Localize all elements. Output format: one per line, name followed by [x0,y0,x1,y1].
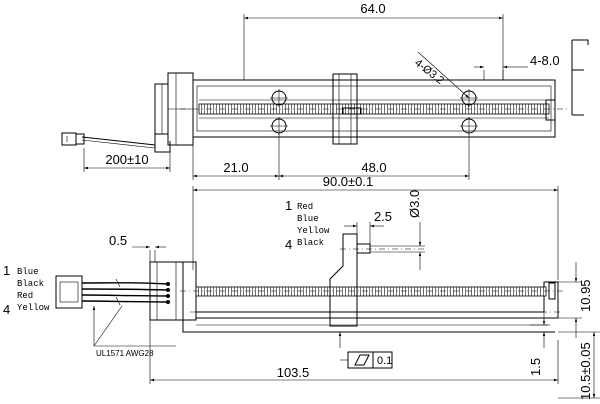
side-view-stub [571,39,589,116]
dim-left: 21.0 [223,160,248,175]
wire-legend-right: 1 4 Red Blue Yellow Black [285,198,330,252]
legend-right-wire: Yellow [297,226,330,236]
top-view: 64.0 4-Ø3.2 4-8.0 200±10 21.0 48.0 [61,1,589,180]
dim-length: 90.0±0.1 [323,174,374,189]
dim-overall: 64.0 [360,1,385,16]
legend-left-wire: Black [17,279,44,289]
motor-wires [81,278,170,306]
legend-right-wire: Blue [297,214,319,224]
dim-span: 48.0 [361,160,386,175]
legend-left-start-pin: 1 [3,263,10,278]
slider-front [329,233,358,327]
wire-legend-left: 1 4 Blue Black Red Yellow [3,263,50,317]
dim-base: 1.5 [528,358,543,376]
rail-channel [183,261,559,319]
legend-left-wire: Red [17,291,33,301]
motor-cap [154,83,169,135]
dim-pin: Ø3.0 [407,190,422,218]
legend-left-wire: Blue [17,267,39,277]
legend-right-end-pin: 4 [285,237,292,252]
dim-edge: 4-8.0 [530,53,560,68]
pin [356,243,371,254]
dim-gap: 2.5 [374,209,392,224]
dim-shaft: 0.5 [109,233,127,248]
connector-plug [61,132,77,146]
legend-left-end-pin: 4 [3,302,10,317]
flatness-callout: 0.1 [347,351,393,369]
dim-height: 10.95 [578,279,593,312]
front-view: 90.0±0.1 0.5 [55,174,600,400]
legend-right-wire: Black [297,238,324,248]
end-bearing [545,99,556,121]
terminal-tab [154,134,171,153]
flatness-value: 0.1 [377,355,392,367]
flatness-icon [354,354,370,366]
end-support [548,282,556,300]
legend-right-start-pin: 1 [285,198,292,213]
cable [81,136,156,146]
legend-right-wire: Red [297,202,313,212]
dim-hole: 4-Ø3.2 [412,57,446,87]
cable-spec: UL1571 AWG28 [96,349,154,358]
dim-cable: 200±10 [105,152,148,167]
dim-depth: 10.5±0.05 [578,342,593,400]
connector-front [55,275,83,309]
legend-left-wire: Yellow [17,303,50,313]
lead-screw-front [195,286,547,297]
dim-total: 103.5 [277,365,310,380]
